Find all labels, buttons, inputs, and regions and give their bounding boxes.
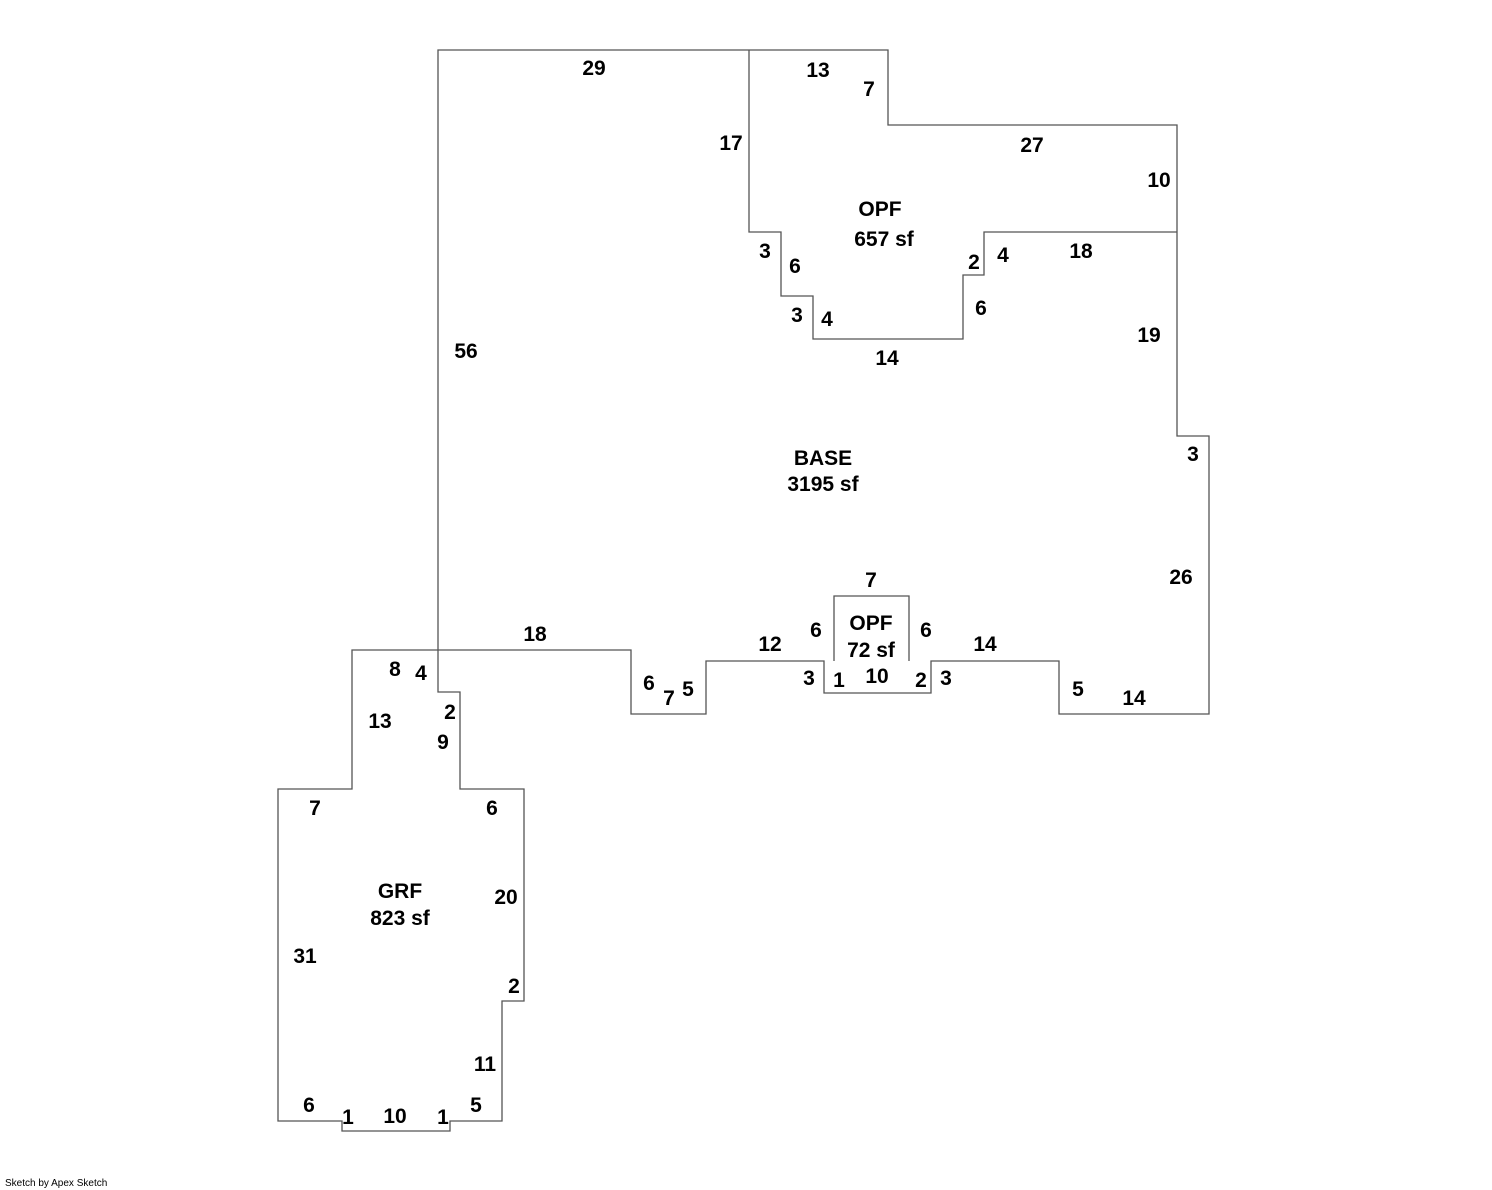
dimension-label: 6 xyxy=(486,797,498,820)
dimension-label: 3 xyxy=(1187,443,1199,466)
dimension-labels: 29 13 7 17 27 10 3 6 2 4 18 3 4 6 14 56 … xyxy=(293,57,1199,1129)
dimension-label: 3 xyxy=(940,667,952,690)
dimension-label: 6 xyxy=(789,255,801,278)
dimension-label: 12 xyxy=(758,633,781,656)
grf-outline xyxy=(277,649,525,1132)
dimension-label: 27 xyxy=(1020,134,1043,157)
dimension-label: 4 xyxy=(415,662,427,685)
dimension-label: 5 xyxy=(682,678,694,701)
dimension-label: 26 xyxy=(1169,566,1192,589)
dimension-label: 29 xyxy=(582,57,605,80)
base-area-name: BASE xyxy=(794,447,852,470)
dimension-label: 1 xyxy=(833,669,845,692)
dimension-label: 3 xyxy=(759,240,771,263)
dimension-label: 7 xyxy=(865,569,877,592)
dimension-label: 13 xyxy=(806,59,829,82)
dimension-label: 10 xyxy=(1147,169,1170,192)
dimension-label: 18 xyxy=(523,623,547,646)
dimension-label: 5 xyxy=(470,1094,482,1117)
dimension-label: 10 xyxy=(865,665,888,688)
sketch-credit: Sketch by Apex Sketch xyxy=(5,1178,108,1189)
dimension-label: 2 xyxy=(444,701,456,724)
grf-area-size: 823 sf xyxy=(370,907,431,930)
dimension-label: 17 xyxy=(719,132,742,155)
dimension-label: 11 xyxy=(474,1053,497,1076)
dimension-label: 3 xyxy=(803,667,815,690)
dimension-label: 4 xyxy=(997,244,1009,267)
dimension-label: 2 xyxy=(508,975,520,998)
dimension-label: 6 xyxy=(975,297,987,320)
dimension-label: 19 xyxy=(1137,324,1160,347)
dimension-label: 18 xyxy=(1069,240,1093,263)
dimension-label: 1 xyxy=(437,1106,449,1129)
dimension-label: 8 xyxy=(389,658,401,681)
base-area-size: 3195 sf xyxy=(787,473,859,496)
dimension-label: 3 xyxy=(791,304,803,327)
opf-small-outline xyxy=(833,595,910,661)
dimension-label: 7 xyxy=(863,78,875,101)
dimension-label: 10 xyxy=(383,1105,406,1128)
dimension-label: 31 xyxy=(293,945,317,968)
dimension-label: 14 xyxy=(875,347,899,370)
dimension-label: 6 xyxy=(303,1094,315,1117)
dimension-label: 9 xyxy=(437,731,449,754)
dimension-label: 2 xyxy=(915,669,927,692)
dimension-label: 13 xyxy=(368,710,391,733)
dimension-label: 6 xyxy=(643,672,655,695)
base-outline xyxy=(437,49,1210,715)
dimension-label: 2 xyxy=(968,251,980,274)
dimension-label: 7 xyxy=(663,687,675,710)
dimension-label: 56 xyxy=(454,340,477,363)
dimension-label: 14 xyxy=(973,633,997,656)
dimension-label: 14 xyxy=(1122,687,1146,710)
dimension-label: 1 xyxy=(342,1106,354,1129)
dimension-label: 4 xyxy=(821,308,833,331)
opf-small-size: 72 sf xyxy=(847,639,896,662)
dimension-label: 7 xyxy=(309,797,321,820)
dimension-label: 20 xyxy=(494,886,517,909)
grf-area-name: GRF xyxy=(378,880,423,903)
opf-large-outline xyxy=(748,50,1177,340)
opf-large-size: 657 sf xyxy=(854,228,915,251)
dimension-label: 5 xyxy=(1072,678,1084,701)
opf-large-name: OPF xyxy=(858,198,901,221)
dimension-label: 6 xyxy=(920,619,932,642)
dimension-label: 6 xyxy=(810,619,822,642)
opf-small-name: OPF xyxy=(849,612,892,635)
